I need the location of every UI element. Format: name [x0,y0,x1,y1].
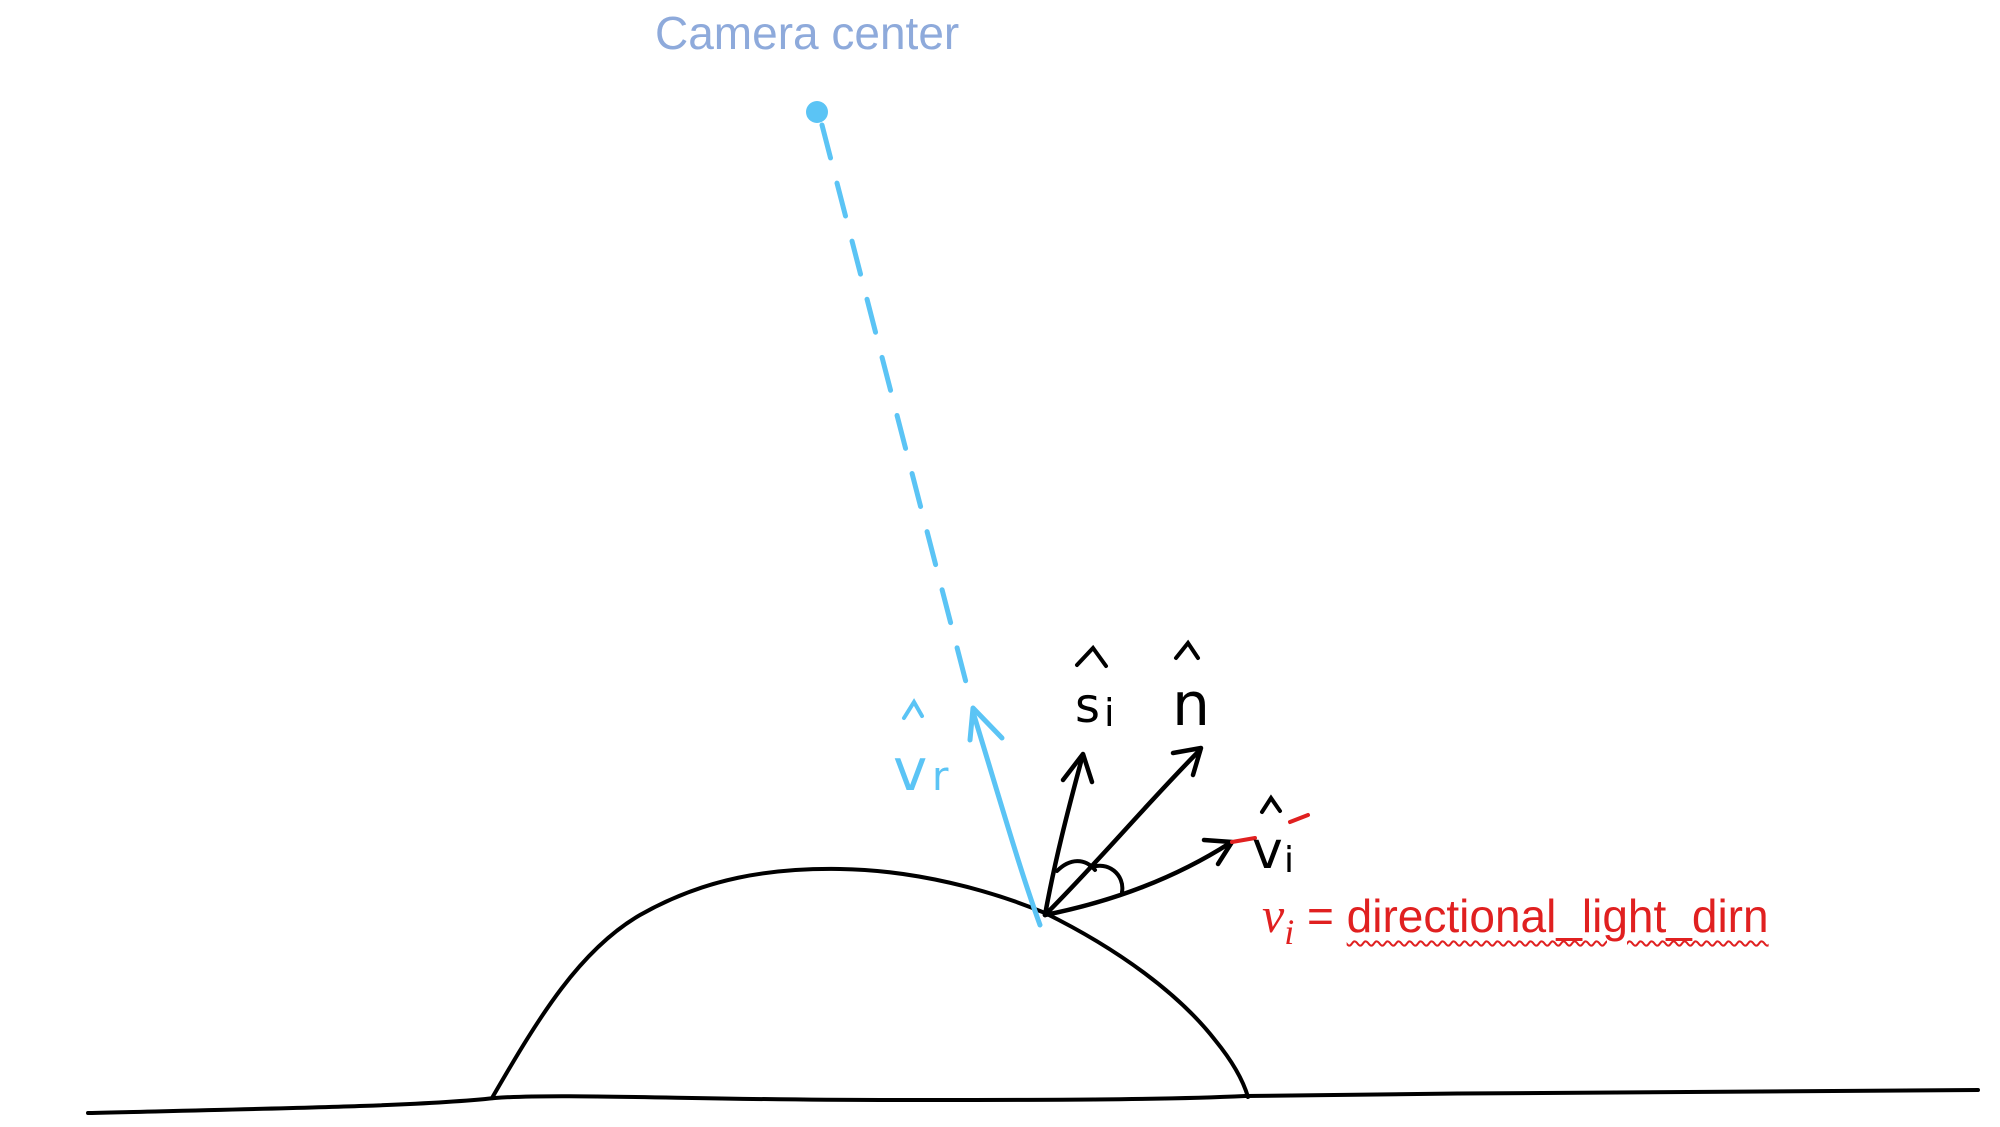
v-i-label: v [1252,821,1283,881]
equation-equals: = [1294,890,1347,942]
equation-subscript: i [1284,912,1295,952]
v-i-red-mark-right [1288,813,1310,824]
angle-arc-n-v [1088,863,1125,894]
v-i-arrow [1042,840,1233,918]
v-i-subscript: i [1284,840,1294,881]
camera-ray-dashed [819,122,971,693]
s-i-subscript: i [1104,691,1115,735]
v-r-arrowhead [967,705,1005,743]
surface-bump [490,866,1250,1100]
s-i-arrowhead [1060,751,1095,785]
s-i-hat [1075,644,1108,668]
v-r-subscript: r [932,754,949,800]
v-i-hat [1260,794,1282,814]
equation-value: directional_light_dirn [1346,890,1769,942]
s-i-arrow [1042,755,1085,918]
v-r-hat [902,698,924,720]
ground-line [86,1088,1980,1115]
v-r-arrow [970,709,1043,928]
n-hat [1174,639,1200,660]
n-label: n [1172,670,1210,740]
n-arrowhead [1170,745,1204,778]
camera-center-dot [806,101,828,123]
camera-center-label: Camera center [655,7,960,59]
n-arrow [1042,747,1203,918]
v-i-red-mark-left [1230,836,1257,844]
v-r-label: v [893,736,927,804]
equation-symbol: v [1262,887,1285,943]
s-i-label: s [1075,678,1100,734]
light-direction-equation: vi = directional_light_dirn [1262,886,1769,952]
